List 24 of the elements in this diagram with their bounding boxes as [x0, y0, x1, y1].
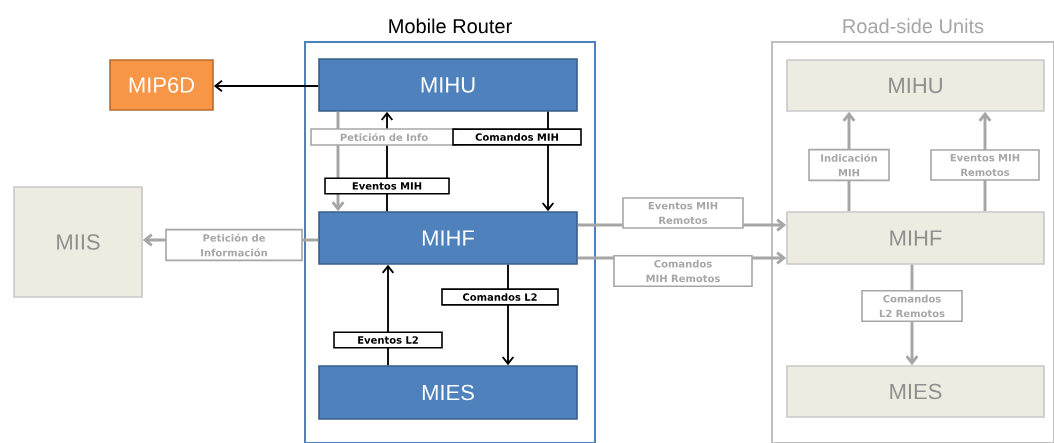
edge-label: Petición de Info — [310, 128, 458, 146]
process-box: MIES — [786, 365, 1045, 418]
edge-label: Eventos MIH Remotos — [622, 197, 744, 229]
process-box: MIIS — [13, 186, 143, 298]
edge-label: Petición de Información — [165, 228, 303, 262]
process-box: MIHF — [318, 211, 578, 265]
process-box: MIHU — [786, 59, 1045, 112]
arrow — [541, 110, 555, 212]
arrow — [213, 79, 320, 93]
edge-label: Eventos MIH Remotos — [930, 149, 1040, 181]
edge-label: Comandos MIH Remotos — [613, 255, 753, 287]
container-title: Road-side Units — [843, 18, 984, 34]
edge-label: Eventos L2 — [333, 331, 443, 349]
edge-label: Eventos MIH — [324, 177, 450, 195]
container-title: Mobile Router — [389, 18, 512, 34]
arrow — [381, 264, 395, 367]
edge-label: Comandos L2 — [441, 288, 559, 306]
edge-label: Indicación MIH — [808, 148, 890, 182]
process-box: MIHF — [786, 211, 1045, 265]
process-box: MIES — [318, 365, 578, 420]
edge-label: Comandos MIH — [452, 128, 582, 146]
process-box: MIP6D — [109, 59, 214, 111]
edge-label: Comandos L2 Remotos — [861, 290, 963, 322]
process-box: MIHU — [318, 58, 578, 112]
